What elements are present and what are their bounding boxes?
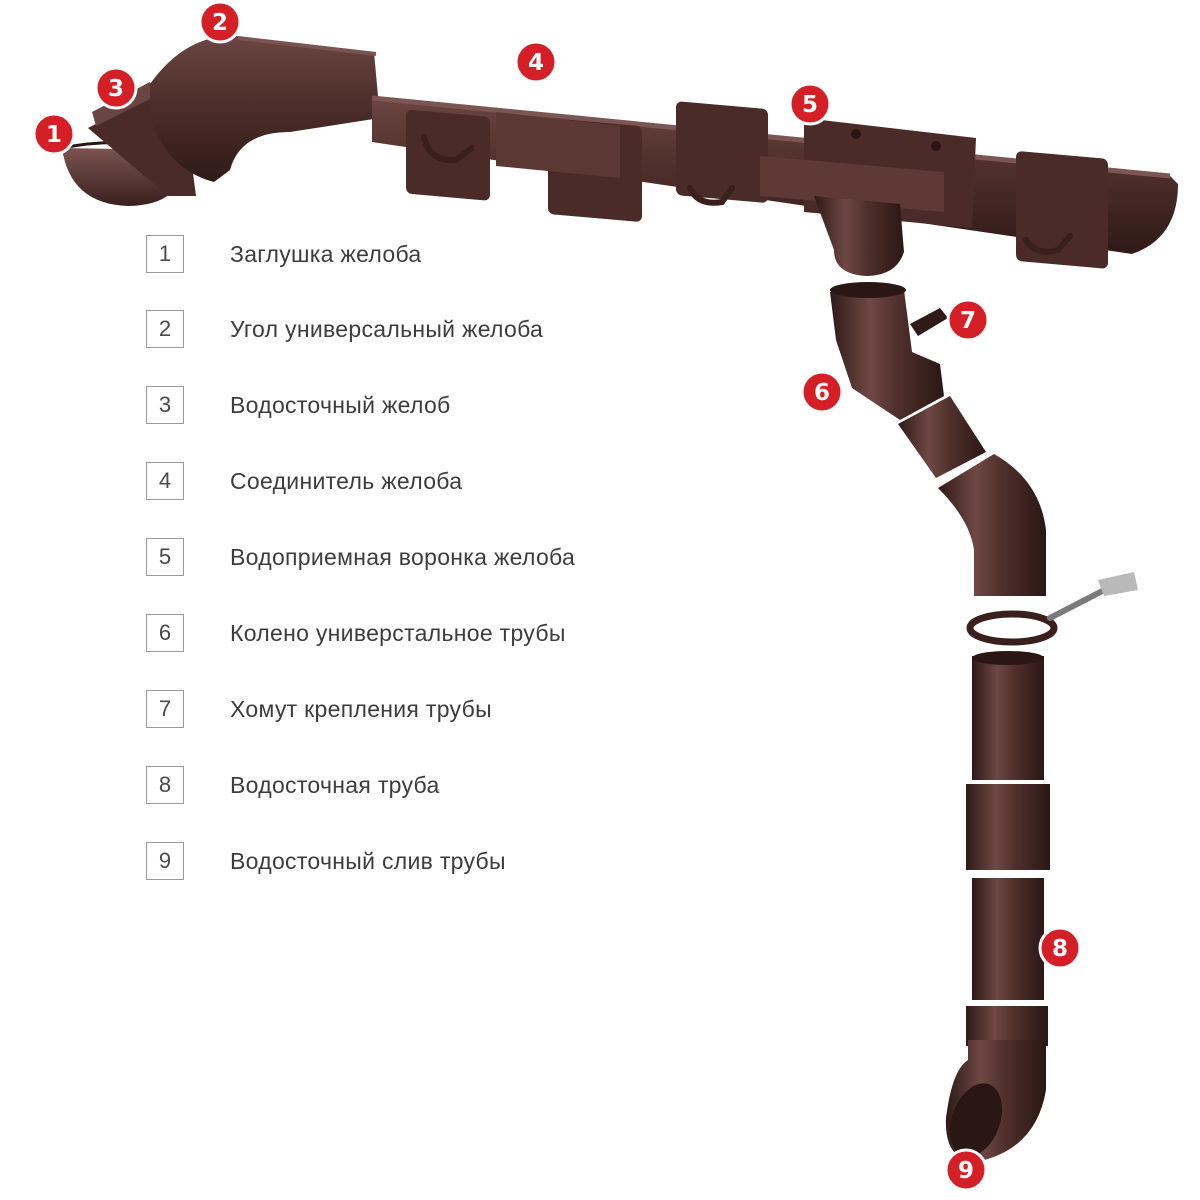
legend-number-box: 2: [146, 310, 184, 348]
callout-4: 4: [514, 40, 558, 84]
svg-text:8: 8: [1052, 936, 1068, 962]
legend-number-box: 4: [146, 462, 184, 500]
callout-1: 1: [32, 112, 76, 156]
legend-label: Угол универсальный желоба: [230, 315, 544, 342]
gutter-brackets: [421, 135, 1073, 255]
svg-text:7: 7: [960, 308, 976, 334]
svg-text:6: 6: [814, 380, 830, 406]
svg-text:2: 2: [212, 10, 228, 36]
callout-3: 3: [94, 66, 138, 110]
legend-number-box: 9: [146, 842, 184, 880]
legend-number-box: 6: [146, 614, 184, 652]
callout-5: 5: [788, 82, 832, 126]
callout-6: 6: [800, 370, 844, 414]
legend-item: 5 Водоприемная воронка желоба: [146, 537, 575, 577]
legend-item: 7 Хомут крепления трубы: [146, 689, 492, 729]
downpipe-assembly: [830, 282, 1138, 1162]
gutter-assembly: [61, 35, 1178, 276]
legend-label: Колено универстальное трубы: [230, 619, 566, 646]
pipe-bracket-upper: [910, 308, 948, 336]
legend-number-box: 3: [146, 386, 184, 424]
svg-text:5: 5: [802, 92, 818, 118]
legend-label: Водосточный слив трубы: [230, 847, 506, 874]
svg-text:3: 3: [108, 76, 124, 102]
legend-item: 9 Водосточный слив трубы: [146, 841, 506, 881]
legend-number-box: 8: [146, 766, 184, 804]
legend-item: 1 Заглушка желоба: [146, 234, 422, 274]
legend-label: Водосточный желоб: [230, 391, 451, 418]
gutter-connectors: [406, 101, 1108, 269]
pipe-segment-1: [972, 656, 1044, 780]
pipe-coupling-1: [966, 784, 1050, 870]
legend-label: Хомут крепления трубы: [230, 695, 492, 722]
legend-label: Водоприемная воронка желоба: [230, 543, 576, 570]
pipe-offset-section: [898, 396, 986, 478]
svg-text:4: 4: [528, 50, 544, 76]
legend-number-box: 7: [146, 690, 184, 728]
short-gutter-piece: [88, 96, 196, 196]
legend-item: 4 Соединитель желоба: [146, 461, 462, 501]
legend-item: 3 Водосточный желоб: [146, 385, 451, 425]
gutter-corner: [150, 35, 380, 182]
legend-item: 2 Угол универсальный желоба: [146, 309, 543, 349]
pipe-clamp-nail: [966, 572, 1138, 646]
legend-number-box: 5: [146, 538, 184, 576]
pipe-elbow-lower: [938, 454, 1046, 596]
legend-item: 6 Колено универстальное трубы: [146, 613, 566, 653]
svg-text:1: 1: [46, 122, 62, 148]
legend-label: Водосточная труба: [230, 771, 440, 798]
callout-7: 7: [946, 298, 990, 342]
callout-8: 8: [1038, 926, 1082, 970]
callout-9: 9: [944, 1148, 988, 1192]
legend-item: 8 Водосточная труба: [146, 765, 440, 805]
pipe-segment-2: [972, 878, 1044, 1000]
pipe-coupling-2: [966, 1006, 1048, 1046]
pipe-elbow-upper: [830, 285, 944, 420]
legend-label: Заглушка желоба: [230, 240, 422, 267]
legend-number-box: 1: [146, 235, 184, 273]
gutter-funnel: [760, 118, 976, 276]
callout-2: 2: [198, 0, 242, 44]
legend-label: Соединитель желоба: [230, 467, 463, 494]
svg-text:9: 9: [958, 1158, 974, 1184]
callout-badges: 1 2 3 4 5 6 7 8 9: [32, 0, 1082, 1192]
